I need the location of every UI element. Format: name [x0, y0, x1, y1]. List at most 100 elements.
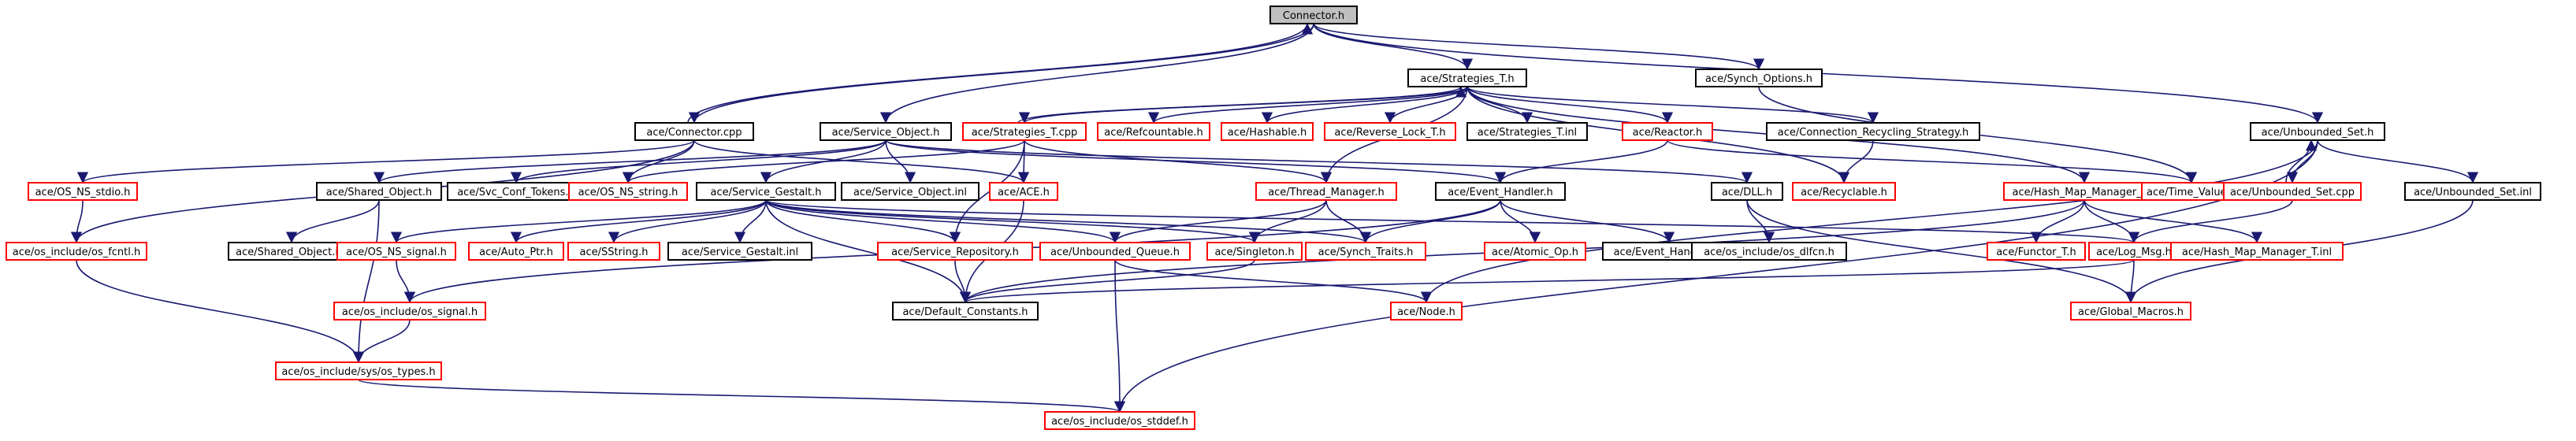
node-os-dlfcn-h[interactable]: ace/os_include/os_dlfcn.h	[1691, 242, 1847, 261]
node-box	[634, 122, 754, 141]
node-strategies-t-h[interactable]: ace/Strategies_T.h	[1407, 69, 1527, 87]
node-singleton-h[interactable]: ace/Singleton.h	[1206, 242, 1303, 261]
node-os-ns-string-h[interactable]: ace/OS_NS_string.h	[568, 182, 688, 201]
node-thread-manager-h[interactable]: ace/Thread_Manager.h	[1255, 182, 1397, 201]
node-auto-ptr-h[interactable]: ace/Auto_Ptr.h	[468, 242, 564, 261]
node-unbounded-set-h[interactable]: ace/Unbounded_Set.h	[2250, 122, 2385, 141]
node-default-constants-h[interactable]: ace/Default_Constants.h	[892, 302, 1039, 321]
node-reactor-h[interactable]: ace/Reactor.h	[1622, 122, 1713, 141]
node-box	[1622, 122, 1713, 141]
node-dll-h[interactable]: ace/DLL.h	[1711, 182, 1783, 201]
node-os-signal-h[interactable]: ace/os_include/os_signal.h	[333, 302, 486, 321]
edge-unbounded-set-cpp-to-unbounded-set-h	[2285, 139, 2318, 183]
node-unbounded-set-cpp[interactable]: ace/Unbounded_Set.cpp	[2223, 182, 2362, 201]
node-reverse-lock-t-h[interactable]: ace/Reverse_Lock_T.h	[1324, 122, 1456, 141]
edge-strategies-t-h-to-strategies-t-inl	[1466, 86, 1533, 124]
node-hash-map-manager-t-h[interactable]: ace/Hash_Map_Manager_T.h	[2003, 182, 2165, 201]
node-unbounded-set-inl[interactable]: ace/Unbounded_Set.inl	[2404, 182, 2541, 201]
edge-shared-object-h-to-os-types-h	[352, 199, 380, 363]
edge-arrow	[608, 199, 767, 243]
node-os-stddef-h[interactable]: ace/os_include/os_stddef.h	[1044, 411, 1195, 430]
node-box	[877, 242, 1033, 261]
edge-arrow	[77, 139, 695, 183]
edge-hash-map-manager-t-h-to-hash-map-manager-t-inl	[2083, 199, 2263, 243]
node-recyclable-h[interactable]: ace/Recyclable.h	[1792, 182, 1896, 201]
node-os-ns-signal-h[interactable]: ace/OS_NS_signal.h	[336, 242, 456, 261]
edge-reactor-h-to-event-handler-h	[1494, 139, 1668, 183]
edge-connector-h-to-strategies-t-h	[1313, 23, 1474, 70]
node-label: ace/os_include/sys/os_types.h	[281, 366, 435, 378]
node-label: ace/Svc_Conf_Tokens.h	[457, 187, 575, 198]
edge-unbounded-queue-h-to-os-stddef-h	[1113, 259, 1126, 413]
node-box	[820, 122, 952, 141]
node-connection-recycling-strategy-h[interactable]: ace/Connection_Recycling_Strategy.h	[1766, 122, 1980, 141]
node-label: ace/OS_NS_stdio.h	[35, 187, 131, 198]
node-box	[1039, 242, 1191, 261]
edge-arrow	[1109, 199, 1327, 243]
node-label: ace/Unbounded_Set.inl	[2414, 187, 2532, 198]
node-label: ace/Connector.cpp	[646, 127, 742, 139]
node-event-handler-h[interactable]: ace/Event_Handler.h	[1435, 182, 1566, 201]
node-svc-conf-tokens-h[interactable]: ace/Svc_Conf_Tokens.h	[447, 182, 585, 201]
node-label: ace/Log_Msg.h	[2096, 246, 2172, 258]
node-box	[1766, 122, 1980, 141]
node-service-gestalt-h[interactable]: ace/Service_Gestalt.h	[696, 182, 836, 201]
node-shared-object-h[interactable]: ace/Shared_Object.h	[316, 182, 442, 201]
edge-arrow	[765, 199, 961, 243]
edge-arrow	[2286, 139, 2318, 183]
edge-arrow	[1500, 199, 1541, 243]
node-label: ace/Shared_Object.h	[326, 187, 432, 198]
node-node-h[interactable]: ace/Node.h	[1390, 302, 1463, 321]
node-synch-options-h[interactable]: ace/Synch_Options.h	[1695, 69, 1823, 87]
node-label: ace/os_include/os_dlfcn.h	[1704, 246, 1834, 258]
edge-arrow	[885, 139, 916, 183]
edge-service-gestalt-h-to-os-ns-signal-h	[391, 199, 767, 243]
edge-arrow	[76, 259, 365, 363]
node-service-gestalt-inl[interactable]: ace/Service_Gestalt.inl	[667, 242, 812, 261]
node-strategies-t-inl[interactable]: ace/Strategies_T.inl	[1466, 122, 1588, 141]
node-functor-t-h[interactable]: ace/Functor_T.h	[1987, 242, 2086, 261]
node-time-value-h[interactable]: ace/Time_Value.h	[2141, 182, 2242, 201]
node-box	[841, 182, 979, 201]
node-log-msg-h[interactable]: ace/Log_Msg.h	[2088, 242, 2180, 261]
node-box	[962, 122, 1087, 141]
node-os-ns-stdio-h[interactable]: ace/OS_NS_stdio.h	[28, 182, 138, 201]
edge-dll-h-to-os-dlfcn-h	[1746, 199, 1775, 243]
edge-connector-cpp-to-os-ns-stdio-h	[77, 139, 695, 183]
node-service-repository-h[interactable]: ace/Service_Repository.h	[877, 242, 1033, 261]
node-service-object-inl[interactable]: ace/Service_Object.inl	[841, 182, 979, 201]
node-atomic-op-h[interactable]: ace/Atomic_Op.h	[1484, 242, 1586, 261]
edge-os-fcntl-h-to-os-types-h	[76, 259, 365, 363]
node-unbounded-queue-h[interactable]: ace/Unbounded_Queue.h	[1039, 242, 1191, 261]
edge-arrow	[2317, 139, 2479, 183]
edge-arrow	[2083, 199, 2263, 243]
node-global-macros-h[interactable]: ace/Global_Macros.h	[2070, 302, 2191, 321]
edge-service-gestalt-h-to-auto-ptr-h	[510, 199, 767, 243]
node-label: ace/Event_Handler.h	[1448, 187, 1553, 198]
node-ace-h[interactable]: ace/ACE.h	[989, 182, 1058, 201]
node-box	[2223, 182, 2362, 201]
node-label: ace/os_include/os_fcntl.h	[13, 246, 140, 258]
node-refcountable-h[interactable]: ace/Refcountable.h	[1097, 122, 1210, 141]
edge-arrow	[765, 199, 1260, 243]
edge-arrow	[1746, 199, 2137, 303]
node-box	[1407, 69, 1527, 87]
node-strategies-t-cpp[interactable]: ace/Strategies_T.cpp	[962, 122, 1087, 141]
node-sstring-h[interactable]: ace/SString.h	[567, 242, 660, 261]
node-label: ace/OS_NS_signal.h	[346, 246, 447, 258]
node-os-fcntl-h[interactable]: ace/os_include/os_fcntl.h	[6, 242, 147, 261]
edge-arrow	[511, 139, 887, 183]
edge-service-gestalt-h-to-singleton-h	[765, 199, 1260, 243]
node-label: ace/Service_Repository.h	[891, 246, 1019, 258]
node-shared-object-inl[interactable]: ace/Shared_Object.inl	[228, 242, 355, 261]
node-synch-traits-h[interactable]: ace/Synch_Traits.h	[1305, 242, 1426, 261]
node-connector-cpp[interactable]: ace/Connector.cpp	[634, 122, 754, 141]
node-hashable-h[interactable]: ace/Hashable.h	[1221, 122, 1314, 141]
node-label: ace/Connection_Recycling_Strategy.h	[1778, 127, 1968, 139]
edge-arrow	[396, 259, 416, 303]
node-service-object-h[interactable]: ace/Service_Object.h	[820, 122, 952, 141]
node-os-types-h[interactable]: ace/os_include/sys/os_types.h	[275, 361, 442, 380]
node-hash-map-manager-t-inl[interactable]: ace/Hash_Map_Manager_T.inl	[2170, 242, 2344, 261]
edge-service-gestalt-h-to-service-repository-h	[765, 199, 961, 243]
